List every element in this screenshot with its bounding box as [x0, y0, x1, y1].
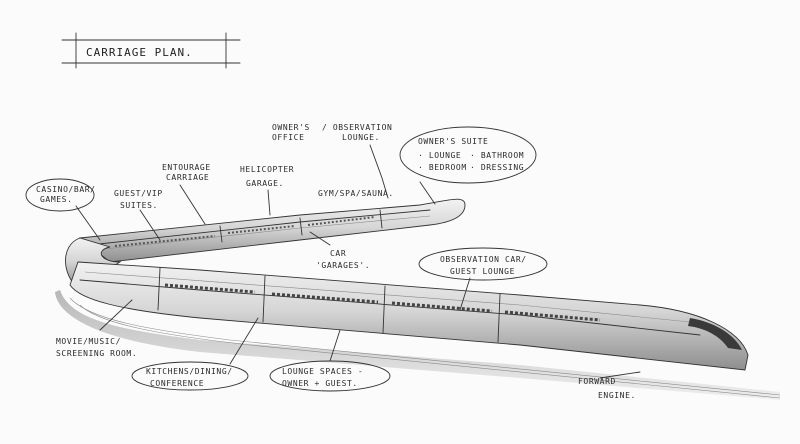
label-casino-2: GAMES.: [40, 195, 73, 204]
train-rear-section: [78, 198, 466, 263]
label-helicopter-1: HELICOPTER: [240, 165, 294, 174]
label-helicopter-2: GARAGE.: [246, 179, 284, 188]
label-guest-vip-1: GUEST/VIP: [114, 189, 163, 198]
label-forward-1: FORWARD: [578, 377, 616, 386]
label-suite-dressing: · DRESSING: [470, 163, 524, 172]
diagram-title: CARRIAGE PLAN.: [86, 46, 193, 59]
label-owners-office-1: OWNER'S: [272, 123, 310, 132]
annotation-lines: [25, 126, 641, 392]
label-kitchens-1: KITCHENS/DINING/: [146, 367, 233, 376]
label-observation-lounge-2: LOUNGE.: [342, 133, 380, 142]
label-forward-2: ENGINE.: [598, 391, 636, 400]
label-lounge-spaces-1: LOUNGE SPACES -: [282, 367, 363, 376]
label-owners-suite: OWNER'S SUITE: [418, 137, 488, 146]
labels: OWNER'S OFFICE / OBSERVATION LOUNGE. OWN…: [36, 123, 636, 400]
label-car-2: 'GARAGES'.: [316, 261, 370, 270]
label-suite-bathroom: · BATHROOM: [470, 151, 524, 160]
label-observation-lounge-1: / OBSERVATION: [322, 123, 392, 132]
label-guest-vip-2: SUITES.: [120, 201, 158, 210]
label-movie-2: SCREENING ROOM.: [56, 349, 137, 358]
title-box: CARRIAGE PLAN.: [61, 32, 241, 69]
label-observation-car-1: OBSERVATION CAR/: [440, 255, 527, 264]
label-suite-lounge: · LOUNGE: [418, 151, 461, 160]
label-owners-office-2: OFFICE: [272, 133, 305, 142]
label-car-1: CAR: [330, 249, 346, 258]
ground-shadow: [55, 290, 781, 400]
label-suite-bedroom: · BEDROOM: [418, 163, 467, 172]
label-casino-1: CASINO/BAR/: [36, 185, 96, 194]
label-observation-car-2: GUEST LOUNGE: [450, 267, 515, 276]
label-entourage-2: CARRIAGE: [166, 173, 209, 182]
label-gym: GYM/SPA/SAUNA.: [318, 189, 394, 198]
label-kitchens-2: CONFERENCE: [150, 379, 204, 388]
train-front-section: [69, 209, 749, 371]
label-entourage-1: ENTOURAGE: [162, 163, 211, 172]
label-movie-1: MOVIE/MUSIC/: [56, 337, 121, 346]
label-lounge-spaces-2: OWNER + GUEST.: [282, 379, 358, 388]
